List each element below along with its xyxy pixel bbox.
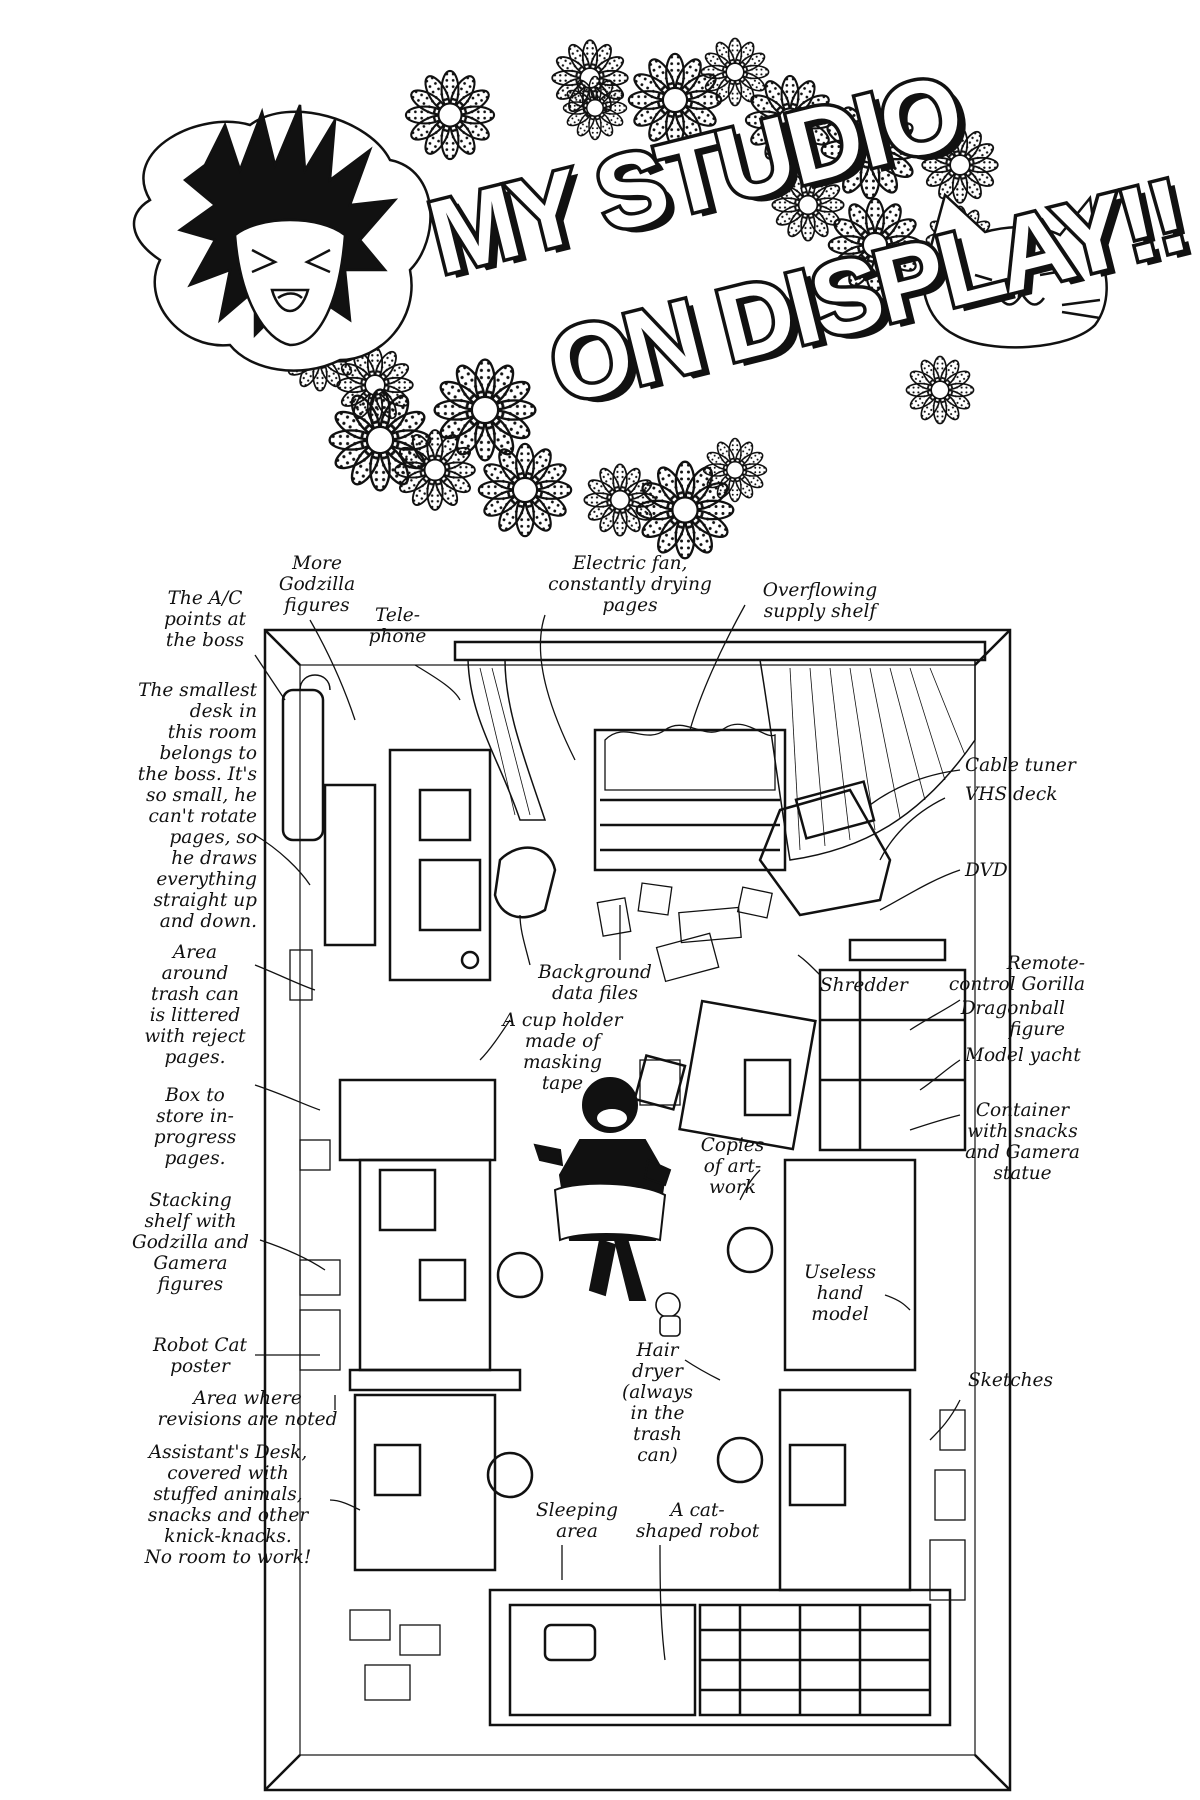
label-background-files: Background data files [538, 962, 652, 1004]
label-ac: The A/C points at the boss [163, 588, 247, 651]
label-hand-model: Useless hand model [804, 1262, 876, 1325]
label-cable-tuner: Cable tuner [965, 755, 1076, 776]
label-hair-dryer: Hair dryer (always in the trash can) [622, 1340, 693, 1466]
label-stacking-shelf: Stacking shelf with Godzilla and Gamera … [132, 1190, 249, 1295]
label-robot-poster: Robot Cat poster [153, 1335, 247, 1377]
label-container: Container with snacks and Gamera statue [965, 1100, 1080, 1184]
label-sleeping-area: Sleeping area [535, 1500, 618, 1542]
label-cup-holder: A cup holder made of masking tape [502, 1010, 623, 1094]
pointer-arrows [254, 604, 961, 1661]
label-sketches: Sketches [968, 1370, 1053, 1391]
label-model-yacht: Model yacht [965, 1045, 1081, 1066]
label-electric-fan: Electric fan, constantly drying pages [548, 553, 712, 616]
label-shredder: Shredder [820, 975, 908, 996]
room-floorplan [263, 628, 1012, 1792]
label-smallest-desk: The smallest desk in this room belongs t… [137, 680, 257, 932]
author-face-icon [132, 104, 432, 372]
label-cat-robot: A cat- shaped robot [635, 1500, 760, 1542]
label-vhs-deck: VHS deck [965, 784, 1058, 805]
title-block: MY STUDIO ON DISPLAY!! [415, 50, 1198, 490]
label-copies: Copies of art- work [700, 1135, 765, 1198]
label-telephone: Tele- phone [368, 605, 427, 647]
label-trash-area: Area around trash can is littered with r… [144, 942, 246, 1068]
author-figure [533, 1077, 672, 1301]
label-supply-shelf: Overflowing supply shelf [762, 580, 878, 622]
label-assistant-desk: Assistant's Desk, covered with stuffed a… [144, 1442, 312, 1568]
cat-robot-icon [655, 1292, 681, 1337]
label-remote-gorilla: Remote- control Gorilla [948, 953, 1085, 995]
cat-face-icon [921, 192, 1108, 349]
label-dragonball: Dragonball figure [960, 998, 1065, 1040]
label-revisions: Area where revisions are noted [157, 1388, 338, 1430]
label-more-godzilla: More Godzilla figures [278, 553, 356, 616]
label-box-pages: Box to store in- progress pages. [153, 1085, 237, 1169]
label-dvd: DVD [965, 860, 1008, 881]
